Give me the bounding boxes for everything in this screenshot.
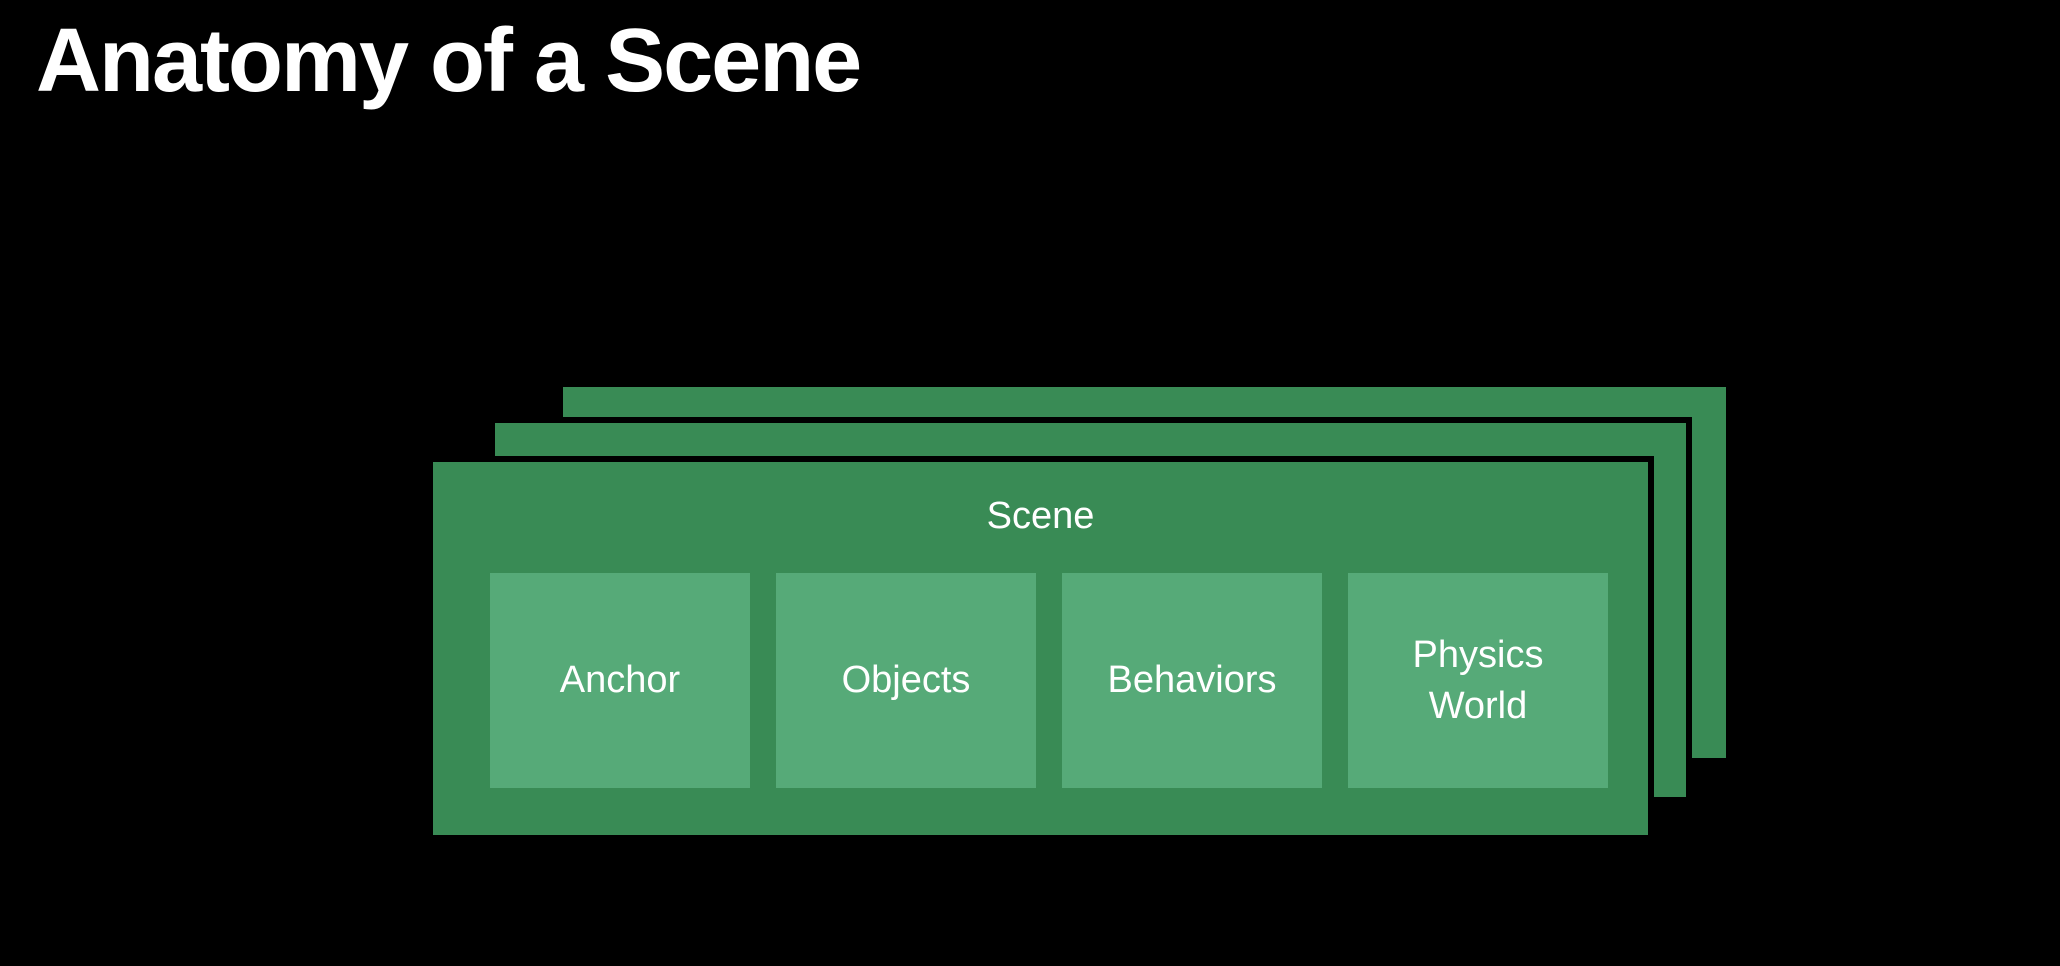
scene-child-behaviors: Behaviors — [1062, 573, 1322, 788]
scene-label: Scene — [986, 495, 1095, 537]
scene-children-row: Anchor Objects Behaviors Physics World — [490, 573, 1608, 788]
scene-child-objects-label: Objects — [841, 659, 971, 702]
scene-child-physics-world-label: Physics World — [1412, 634, 1544, 727]
scene-child-behaviors-label: Behaviors — [1107, 659, 1277, 702]
scene-child-physics-world: Physics World — [1348, 573, 1608, 788]
scene-child-anchor: Anchor — [490, 573, 750, 788]
scene-card: Scene Anchor Objects Behaviors Physics W… — [427, 456, 1654, 841]
scene-child-anchor-label: Anchor — [559, 659, 681, 702]
scene-child-objects: Objects — [776, 573, 1036, 788]
page-title: Anatomy of a Scene — [36, 11, 862, 111]
